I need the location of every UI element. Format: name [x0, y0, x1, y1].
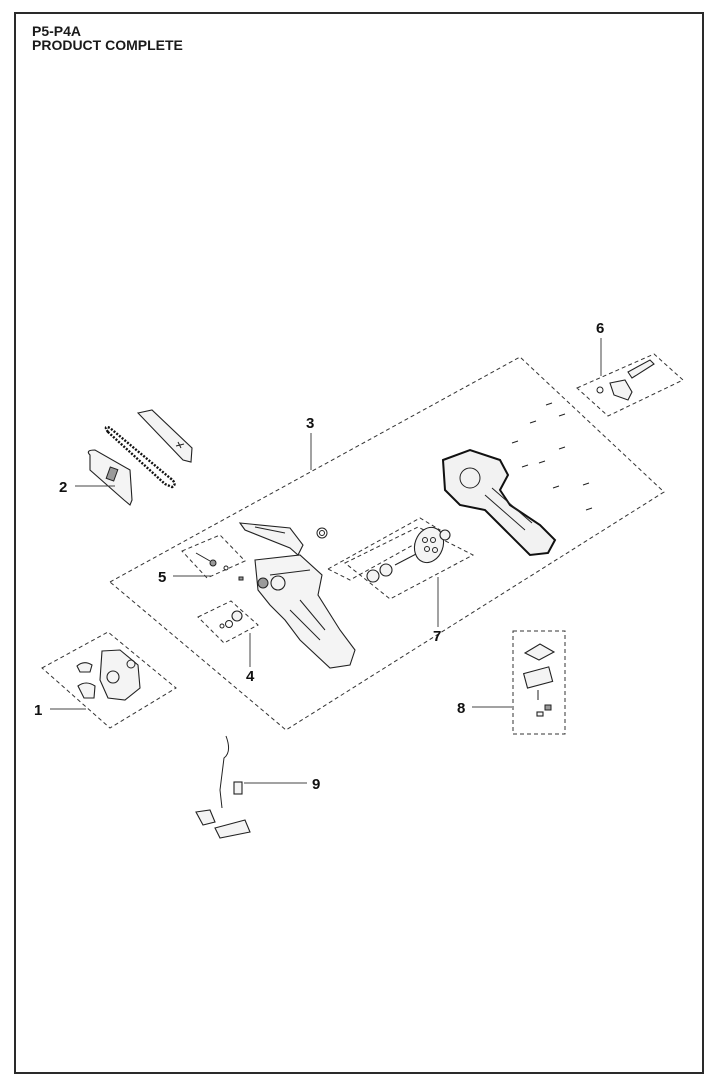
callout-7[interactable]: 7 — [433, 628, 441, 645]
spring-part — [316, 527, 328, 539]
group-7-boundary — [344, 526, 475, 600]
wiring-harness-part — [195, 735, 251, 839]
callout-8[interactable]: 8 — [457, 700, 465, 717]
callout-6[interactable]: 6 — [596, 320, 604, 337]
saw-chain-part — [104, 425, 176, 489]
guide-bar-part — [136, 409, 193, 463]
callout-3[interactable]: 3 — [306, 415, 314, 432]
tensioner-part — [195, 552, 244, 581]
callout-5[interactable]: 5 — [158, 569, 166, 586]
bar-guard-part — [87, 449, 133, 506]
gear-shaft-part — [366, 526, 451, 583]
group-6-boundary — [576, 353, 684, 417]
housing-left-part — [254, 554, 356, 669]
diagram-title: PRODUCT COMPLETE — [32, 37, 183, 53]
diagram-header: P5-P4A PRODUCT COMPLETE — [32, 24, 183, 52]
group-7-inner-boundary — [326, 517, 441, 581]
battery-contact-part — [522, 643, 556, 717]
group-4-boundary — [197, 600, 259, 644]
chain-cover-part — [76, 649, 141, 701]
group-5-boundary — [181, 534, 246, 579]
callout-4[interactable]: 4 — [246, 668, 255, 685]
page-frame — [14, 12, 704, 1074]
group-1-boundary — [41, 631, 177, 729]
screws-part — [511, 402, 593, 511]
top-handle-part — [238, 522, 304, 556]
sprocket-part — [219, 610, 243, 629]
diagram-code: P5-P4A — [32, 23, 82, 39]
callout-2[interactable]: 2 — [59, 479, 67, 496]
callout-9[interactable]: 9 — [312, 776, 320, 793]
switch-trigger-part — [596, 359, 655, 401]
callout-1[interactable]: 1 — [34, 702, 42, 719]
housing-right-part — [441, 448, 557, 557]
group-3-boundary — [109, 356, 665, 731]
